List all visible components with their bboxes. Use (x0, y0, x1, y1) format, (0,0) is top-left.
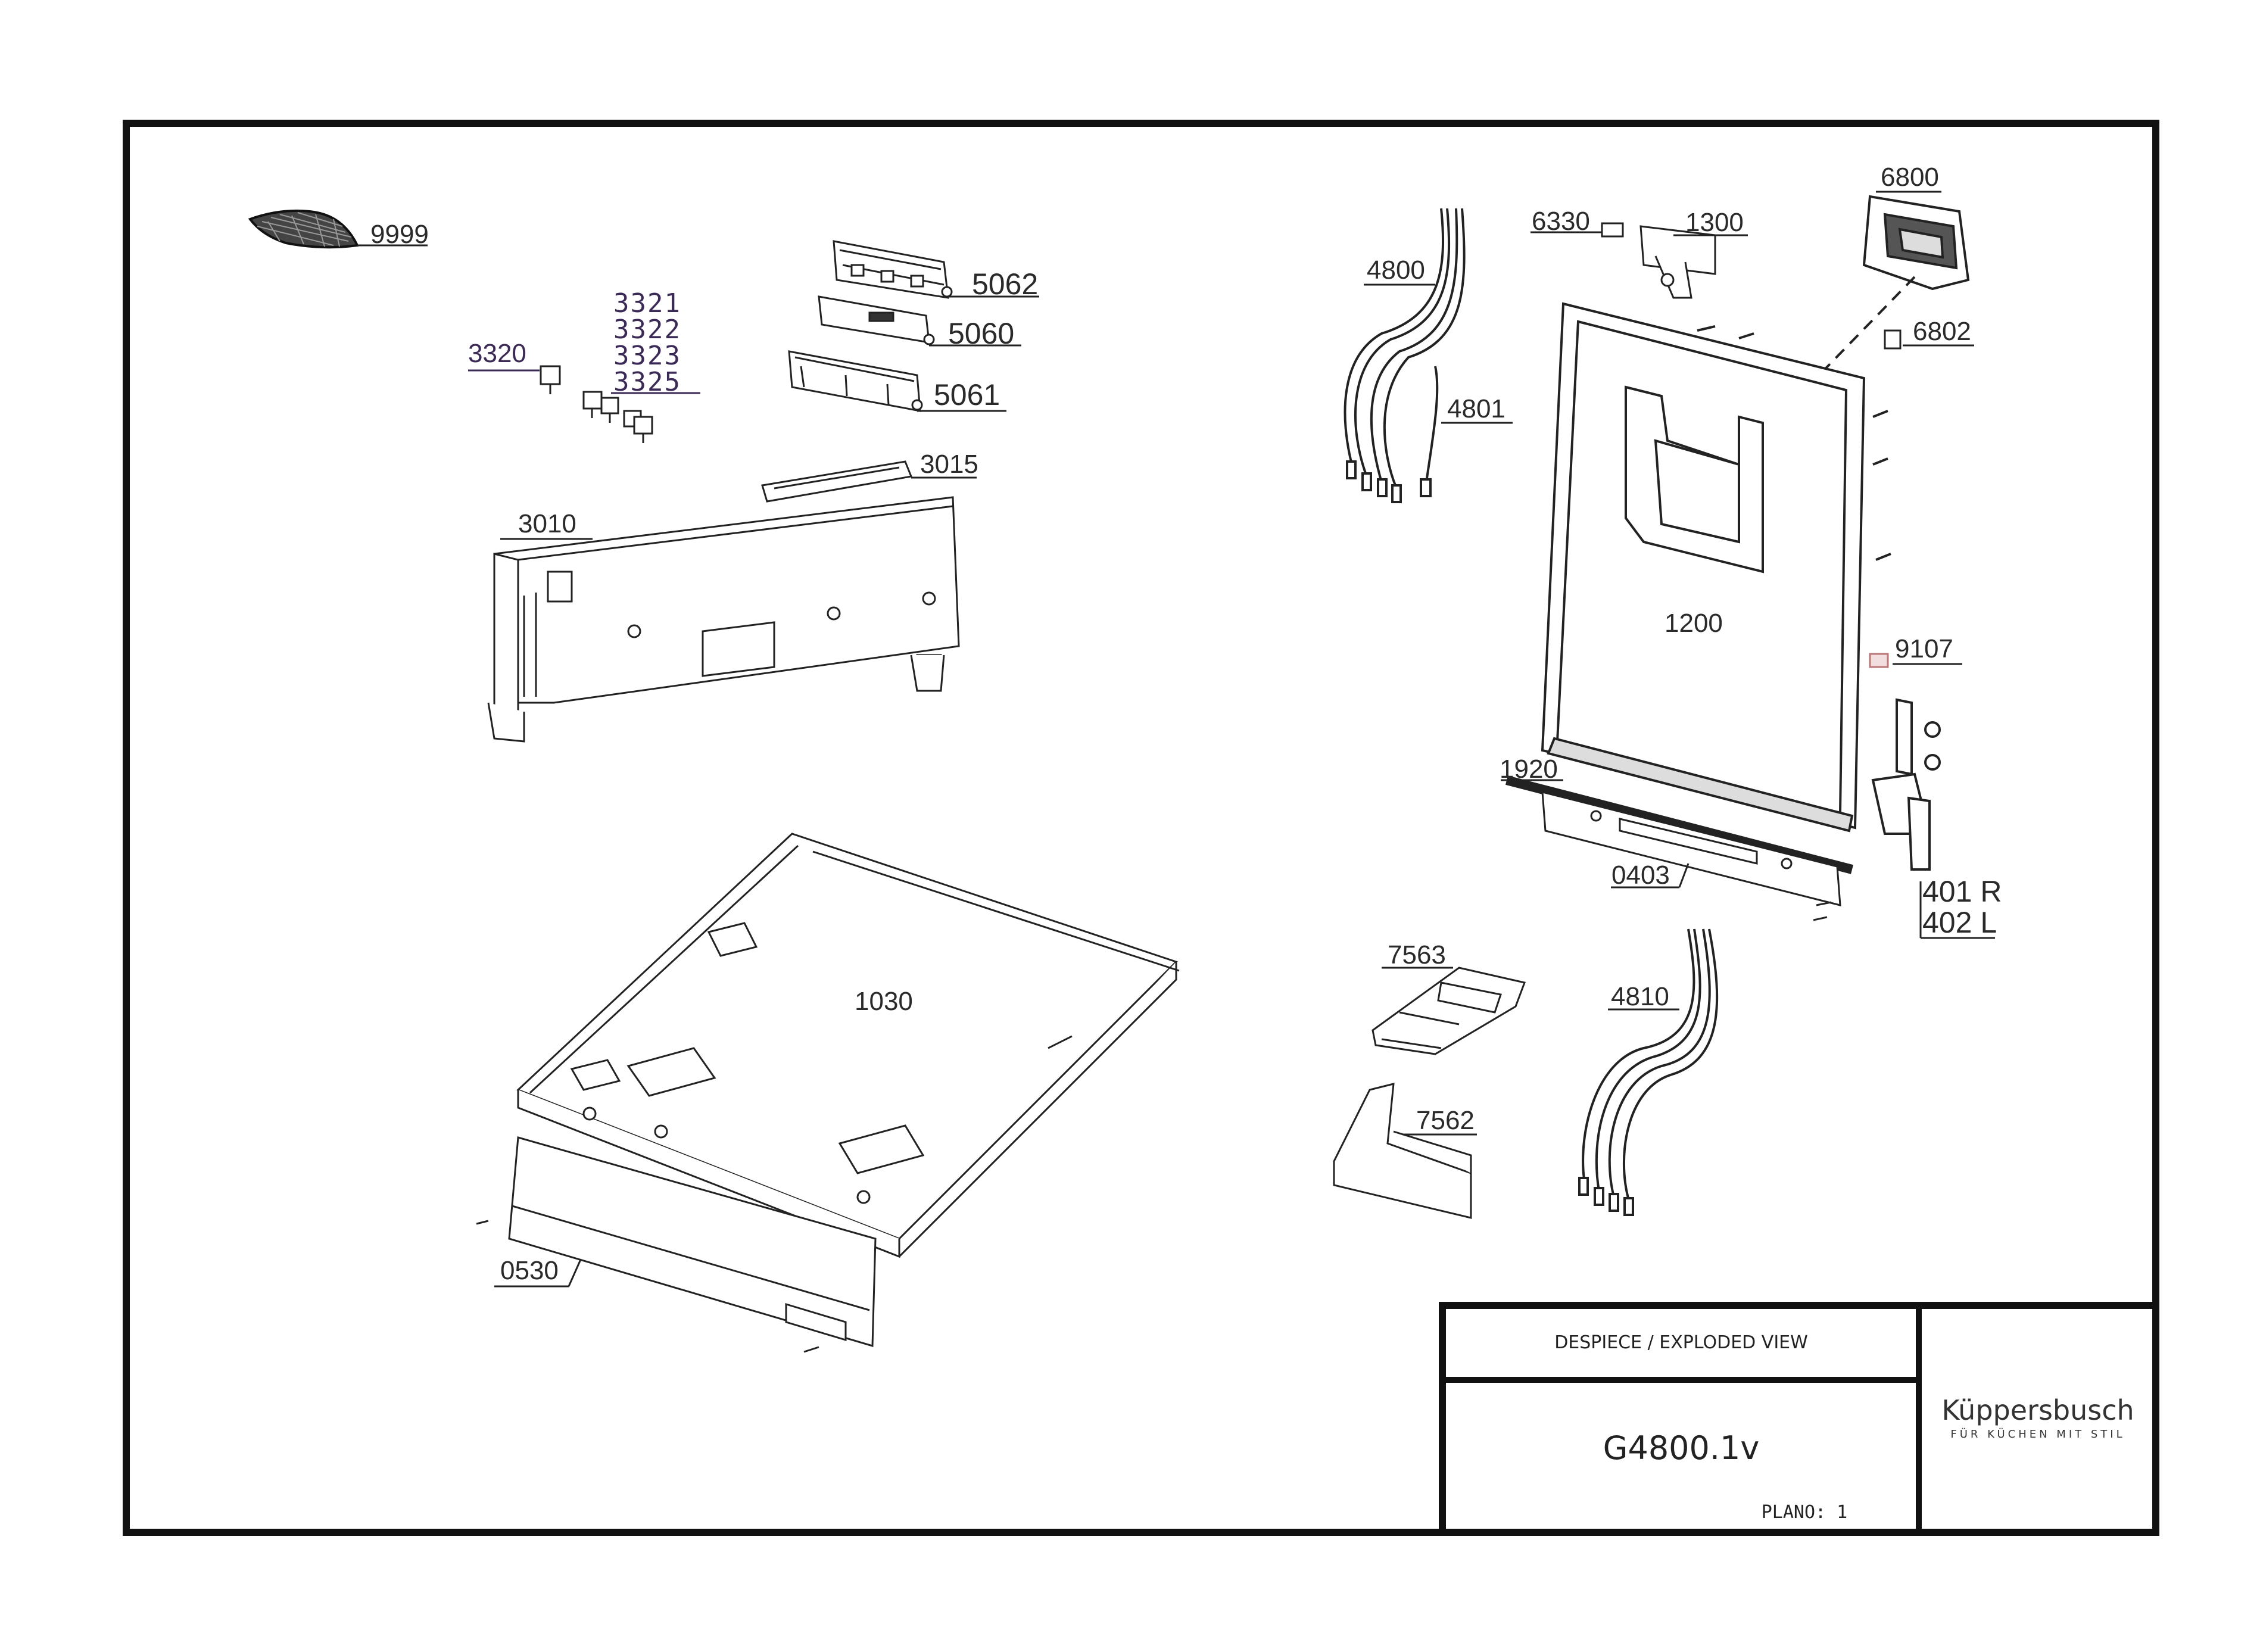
title-block-header: DESPIECE / EXPLODED VIEW (1554, 1332, 1808, 1353)
part-4800-wire-harness (1344, 208, 1466, 503)
part-3010-control-panel (487, 496, 960, 743)
callout-3010: 3010 (518, 509, 576, 538)
part-7563-holder (1371, 967, 1526, 1055)
callout-9107: 9107 (1895, 634, 1953, 663)
callout-7563: 7563 (1388, 940, 1446, 970)
screws-upper (1697, 325, 1891, 561)
callout-0530: 0530 (500, 1256, 559, 1285)
part-401-402-hinge (1871, 698, 1941, 871)
callout-6330: 6330 (1532, 207, 1590, 236)
callout-3015: 3015 (920, 450, 978, 479)
callout-0403: 0403 (1611, 861, 1670, 890)
callout-401: 401 R (1922, 875, 2002, 908)
callout-1200: 1200 (1664, 609, 1723, 638)
part-0403-bracket (1541, 791, 1841, 921)
callout-9999: 9999 (370, 220, 429, 249)
part-1300-door-lock (1601, 222, 1716, 299)
part-3015-strip (761, 460, 913, 503)
part-4801-wire (1420, 366, 1439, 497)
title-block-plano: PLANO: 1 (1761, 1502, 1848, 1523)
callout-3325: 3325 (613, 367, 681, 397)
callout-402: 402 L (1922, 906, 1997, 939)
part-1030-base-plate (516, 833, 1180, 1258)
callout-1920: 1920 (1500, 755, 1558, 784)
brand-slogan: FÜR KÜCHEN MIT STIL (1950, 1428, 2125, 1441)
part-5060-board (818, 295, 935, 345)
brand-logo-text: Küppersbusch (1941, 1394, 2134, 1426)
part-7562-bracket (1333, 1083, 1472, 1219)
callout-4810: 4810 (1611, 982, 1669, 1011)
callout-4800: 4800 (1367, 255, 1425, 285)
part-6802-clip (1884, 329, 1902, 350)
callout-5060: 5060 (948, 317, 1015, 350)
callout-6802: 6802 (1913, 317, 1971, 346)
callout-3323: 3323 (613, 341, 681, 371)
callout-5061: 5061 (934, 378, 1000, 412)
part-9999-mesh-pad (248, 209, 359, 249)
part-4810-wire-harness (1578, 928, 1719, 1216)
part-6800-dispenser (1862, 195, 1970, 291)
callout-1300: 1300 (1685, 208, 1744, 237)
part-1200-inner-door (1541, 302, 1866, 833)
title-block (1439, 1302, 2159, 1536)
callout-3320: 3320 (468, 339, 526, 368)
callout-3322: 3322 (613, 314, 681, 345)
part-1920-seal (1505, 775, 1854, 874)
part-9107-label (1869, 653, 1889, 668)
title-block-model: G4800.1v (1603, 1429, 1760, 1467)
drawing-frame (123, 120, 2159, 1536)
part-5062-bracket (833, 240, 953, 299)
callout-6800: 6800 (1881, 163, 1939, 192)
part-3320-knobs (540, 365, 653, 443)
callout-7562: 7562 (1416, 1106, 1475, 1135)
callout-4801: 4801 (1447, 394, 1505, 423)
part-0530-plinth (476, 1136, 877, 1353)
callout-1030: 1030 (855, 987, 913, 1016)
callout-5062: 5062 (972, 267, 1039, 301)
callout-3321: 3321 (613, 288, 681, 319)
